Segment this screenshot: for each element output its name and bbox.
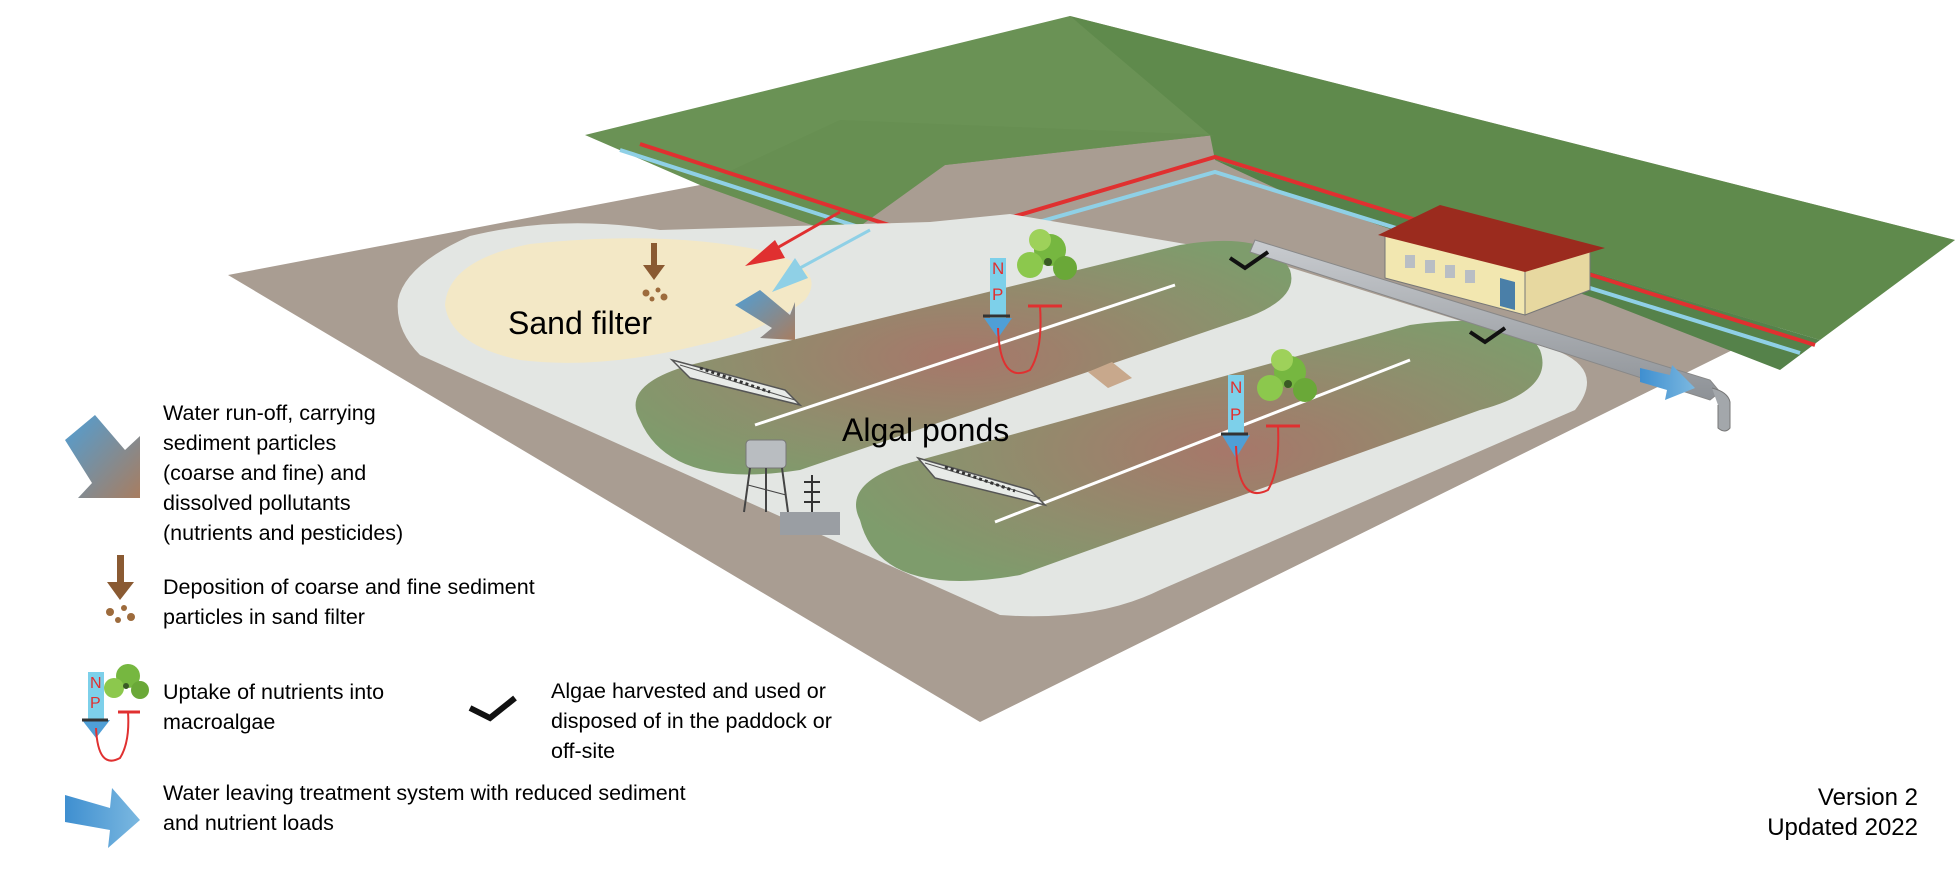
legend-nutrient-icon: N P bbox=[82, 664, 149, 762]
legend-line: Deposition of coarse and fine sediment bbox=[163, 575, 535, 599]
harvest-marker-1 bbox=[1228, 250, 1270, 271]
field-middle bbox=[700, 120, 1215, 237]
water-tower bbox=[743, 439, 789, 513]
field-back-right bbox=[1070, 16, 1955, 340]
legend-glyph-n: N bbox=[90, 675, 102, 692]
legend-line: off-site bbox=[551, 739, 616, 763]
red-runoff-arrow bbox=[745, 210, 841, 266]
algal-pond-lower bbox=[856, 320, 1543, 581]
algal-ponds-label: Algal ponds bbox=[842, 412, 1010, 448]
svg-text:P: P bbox=[1230, 405, 1241, 424]
legend-runoff-arrow-icon bbox=[65, 415, 140, 498]
svg-text:N: N bbox=[992, 259, 1004, 278]
legend-outflow-arrow-icon bbox=[65, 788, 140, 848]
pipe-outflow-arrow bbox=[1640, 365, 1695, 400]
legend-glyph-p: P bbox=[90, 695, 101, 712]
legend-line: macroalgae bbox=[163, 710, 276, 734]
legend-sediment-icon bbox=[106, 555, 135, 623]
svg-text:P: P bbox=[992, 285, 1003, 304]
version-label: Version 2 bbox=[1817, 784, 1918, 811]
legend-harvest-text: Algae harvested and used or disposed of … bbox=[551, 676, 832, 766]
legend-sediment-text: Deposition of coarse and fine sediment p… bbox=[163, 572, 535, 632]
harvest-marker-2 bbox=[1468, 326, 1507, 345]
legend-line: Water leaving treatment system with redu… bbox=[163, 781, 686, 805]
sand-filter-label: Sand filter bbox=[508, 305, 653, 341]
legend-line: sediment particles bbox=[163, 431, 337, 455]
legend-line: (nutrients and pesticides) bbox=[163, 521, 404, 545]
pump-shed bbox=[780, 512, 840, 535]
macroalgae-upper-icon bbox=[1017, 229, 1077, 280]
paddlewheel-lower bbox=[915, 456, 1048, 507]
pond-divider-lower bbox=[994, 358, 1411, 524]
pond-inflow-arrow bbox=[735, 290, 795, 340]
legend-line: Water run-off, carrying bbox=[163, 401, 376, 425]
svg-text:N: N bbox=[1230, 378, 1242, 397]
paddlewheel-upper bbox=[669, 358, 803, 407]
legend-line: dissolved pollutants bbox=[163, 491, 351, 515]
legend-runoff-text: Water run-off, carrying sediment particl… bbox=[163, 398, 403, 548]
legend-line: particles in sand filter bbox=[163, 605, 365, 629]
sand-sediment-icon bbox=[642, 243, 668, 302]
pond-connector bbox=[1088, 362, 1132, 388]
legend-line: Algae harvested and used or bbox=[551, 679, 826, 703]
farm-building bbox=[1378, 205, 1605, 316]
nutrient-uptake-upper: N P bbox=[983, 229, 1077, 375]
legend-line: disposed of in the paddock or bbox=[551, 709, 832, 733]
sand-filter bbox=[445, 238, 812, 363]
legend-harvest-icon bbox=[468, 695, 517, 722]
legend-line: and nutrient loads bbox=[163, 811, 334, 835]
legend-line: (coarse and fine) and bbox=[163, 461, 367, 485]
macroalgae-lower-icon bbox=[1257, 349, 1317, 402]
pond-divider-upper bbox=[754, 283, 1176, 427]
legend-outflow-text: Water leaving treatment system with redu… bbox=[163, 778, 686, 838]
updated-label: Updated 2022 bbox=[1767, 814, 1918, 841]
legend-line: Uptake of nutrients into bbox=[163, 680, 385, 704]
nutrient-uptake-lower: N P bbox=[1221, 349, 1317, 495]
blue-runoff-arrow bbox=[772, 228, 871, 292]
legend-nutrient-text: Uptake of nutrients into macroalgae bbox=[163, 677, 384, 737]
